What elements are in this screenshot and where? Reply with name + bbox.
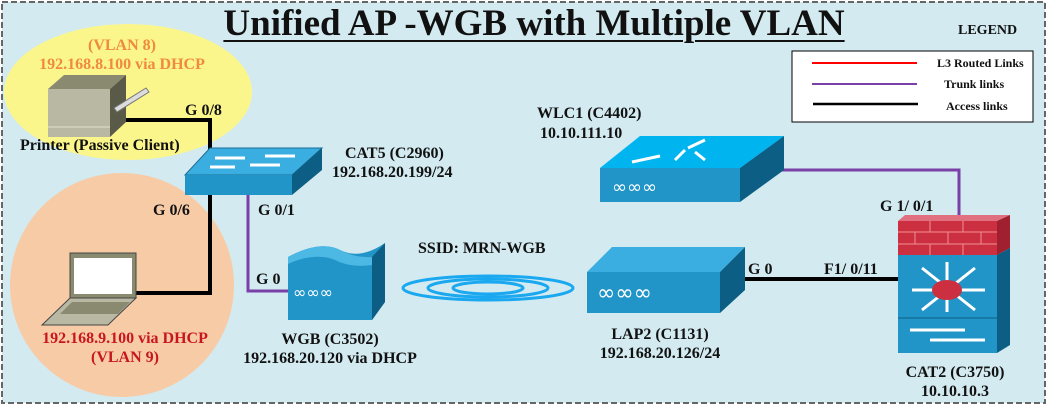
- laptop-ip: 192.168.9.100 via DHCP: [42, 330, 208, 347]
- port-g0-8: G 0/8: [185, 102, 222, 119]
- wireless-signal-icon: [401, 274, 575, 302]
- legend-label-l3: L3 Routed Links: [937, 56, 1024, 70]
- svg-text:∞∞∞: ∞∞∞: [597, 281, 652, 306]
- link-wgb-cat5-trunk: [246, 195, 292, 293]
- wgb-ap-icon: ∞∞∞: [288, 243, 385, 320]
- printer-vlan: (VLAN 8): [88, 37, 156, 54]
- cat2-port-g1-0-1: G 1/ 0/1: [880, 198, 934, 215]
- printer-icon: [48, 75, 150, 137]
- cat2-switch-icon: [898, 215, 1010, 353]
- legend-label-access: Access links: [946, 99, 1008, 113]
- port-g0-6: G 0/6: [153, 202, 190, 219]
- port-g0-1: G 0/1: [258, 202, 295, 219]
- lap2-ip: 192.168.20.126/24: [599, 345, 721, 362]
- wlc1-name: WLC1 (C4402): [537, 105, 642, 122]
- ssid-label: SSID: MRN-WGB: [418, 240, 546, 257]
- cat5-name: CAT5 (C2960): [345, 145, 444, 162]
- lap2-name: LAP2 (C1131): [611, 326, 709, 343]
- link-printer-cat5: [125, 118, 212, 152]
- wlc1-ip: 10.10.111.10: [540, 125, 623, 142]
- legend-title: LEGEND: [958, 23, 1018, 38]
- wlc1-controller-icon: ∞∞∞: [600, 136, 784, 202]
- cat5-ip: 192.168.20.199/24: [332, 164, 453, 181]
- laptop-icon: [40, 252, 138, 326]
- wgb-name: WGB (C3502): [281, 331, 379, 348]
- lap2-ap-icon: ∞∞∞: [587, 247, 745, 313]
- legend-label-trunk: Trunk links: [944, 77, 1005, 91]
- page-title: Unified AP -WGB with Multiple VLAN: [223, 3, 845, 44]
- lap2-port: G 0: [748, 261, 773, 278]
- wgb-ip: 192.168.20.120 via DHCP: [243, 350, 417, 367]
- wgb-port: G 0: [256, 271, 281, 288]
- link-wlc-cat2-trunk: [768, 168, 961, 218]
- cat2-ip: 10.10.10.3: [921, 383, 989, 400]
- link-laptop-cat5: [131, 192, 212, 295]
- laptop-vlan: (VLAN 9): [91, 349, 159, 366]
- cat5-switch-icon: [183, 147, 324, 195]
- printer-label: Printer (Passive Client): [20, 137, 180, 154]
- svg-text:∞∞∞: ∞∞∞: [293, 283, 333, 302]
- cat2-port-f1-0-11: F1/ 0/11: [824, 261, 878, 278]
- printer-ip: 192.168.8.100 via DHCP: [39, 56, 205, 73]
- svg-text:∞∞∞: ∞∞∞: [612, 177, 657, 198]
- cat2-name: CAT2 (C3750): [905, 364, 1005, 381]
